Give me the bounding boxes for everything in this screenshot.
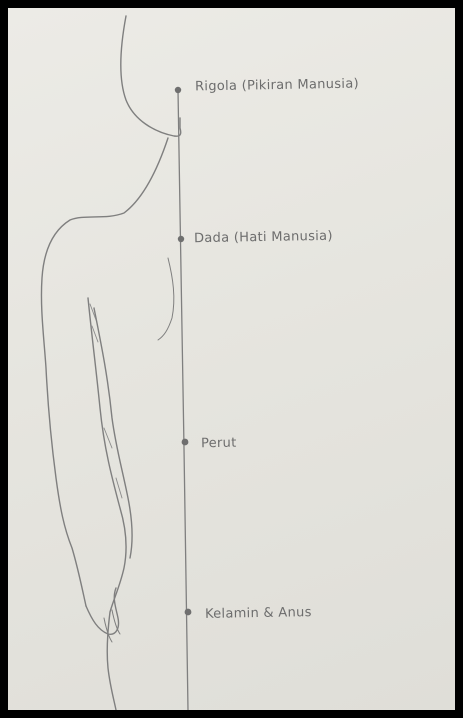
chest-label: Dada (Hati Manusia) bbox=[194, 229, 333, 246]
arm-inner-outline bbox=[94, 308, 132, 558]
arm-shading bbox=[90, 304, 122, 498]
head-outline bbox=[121, 16, 181, 136]
pencil-sketch bbox=[8, 8, 455, 710]
arm-outline bbox=[88, 298, 126, 710]
head-label: Rigola (Pikiran Manusia) bbox=[195, 77, 359, 95]
belly-marker-dot bbox=[182, 439, 189, 446]
belly-label: Perut bbox=[201, 436, 237, 452]
back-outline bbox=[41, 138, 168, 606]
head-marker-dot bbox=[175, 87, 181, 93]
central-axis-line bbox=[178, 90, 188, 710]
groin-marker-dot bbox=[185, 609, 192, 616]
chest-marker-dot bbox=[178, 236, 184, 242]
paper-sheet: Rigola (Pikiran Manusia) Dada (Hati Manu… bbox=[8, 8, 455, 710]
groin-label: Kelamin & Anus bbox=[205, 605, 312, 622]
shoulder-outline bbox=[158, 258, 174, 340]
hand-outline bbox=[86, 588, 119, 634]
